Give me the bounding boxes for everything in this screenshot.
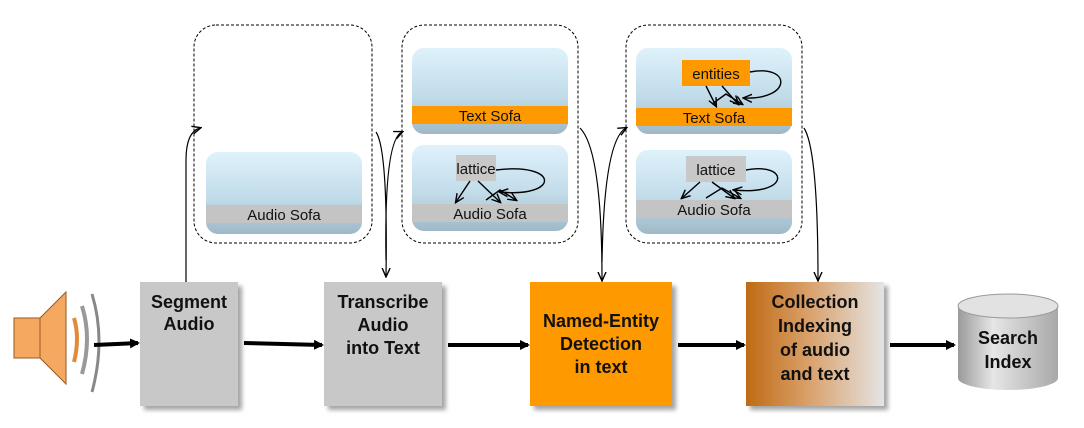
flow-arrow-segment-to-transcribe (243, 339, 324, 350)
audio-sofa-label: Audio Sofa (677, 202, 751, 219)
svg-text:Transcribe: Transcribe (337, 292, 428, 312)
search-index-label-1: Search (978, 328, 1038, 348)
entities-label: entities (692, 66, 740, 83)
audio-sofa-panel-3: Audio Sofa lattice (636, 150, 792, 234)
svg-text:Segment: Segment (151, 292, 227, 312)
search-index-label-2: Index (984, 352, 1031, 372)
text-sofa-panel-2: Text Sofa (412, 48, 568, 134)
named-entity-detection-stage: Named-Entity Detection in text (530, 282, 672, 406)
audio-sofa-label: Audio Sofa (247, 207, 321, 224)
lattice-box (456, 155, 496, 181)
audio-sofa-label: Audio Sofa (453, 206, 527, 223)
connector-group2-to-ner (579, 127, 602, 280)
connector-segment-to-group1 (185, 128, 200, 282)
sofa-group-3 (625, 24, 803, 244)
transcribe-audio-stage: Transcribe Audio into Text (324, 282, 442, 406)
svg-text:Collection: Collection (771, 292, 858, 312)
audio-sofa-panel-1: Audio Sofa (206, 152, 362, 234)
svg-text:Named-Entity: Named-Entity (543, 311, 659, 331)
collection-indexing-stage: Collection Indexing of audio and text (746, 282, 884, 406)
connector-group1-to-transcribe (375, 131, 386, 276)
flow-arrow-speaker-to-segment (93, 338, 140, 349)
connector-transcribe-to-group2 (385, 132, 402, 261)
svg-text:Indexing: Indexing (778, 316, 852, 336)
svg-text:of audio: of audio (780, 340, 850, 360)
entities-box (682, 60, 750, 86)
sofa-group-2 (401, 24, 579, 244)
svg-text:Audio: Audio (164, 314, 215, 334)
connector-ner-to-group3 (601, 128, 626, 263)
lattice-label: lattice (456, 161, 495, 178)
text-sofa-panel-3: Text Sofa entities (636, 48, 792, 134)
lattice-box (686, 156, 746, 182)
text-sofa-label: Text Sofa (683, 110, 746, 127)
text-sofa-label: Text Sofa (459, 108, 522, 125)
connector-group3-to-indexing (803, 127, 818, 280)
audio-sofa-panel-2: Audio Sofa lattice (412, 145, 568, 231)
lattice-label: lattice (696, 162, 735, 179)
svg-text:Detection: Detection (560, 334, 642, 354)
database-cylinder-icon: Search Index (957, 293, 1059, 390)
svg-text:into Text: into Text (346, 338, 420, 358)
svg-text:in text: in text (574, 357, 627, 377)
svg-text:and text: and text (780, 364, 849, 384)
speaker-icon (13, 290, 101, 393)
svg-text:Audio: Audio (358, 315, 409, 335)
segment-audio-stage: Segment Audio (140, 282, 238, 406)
